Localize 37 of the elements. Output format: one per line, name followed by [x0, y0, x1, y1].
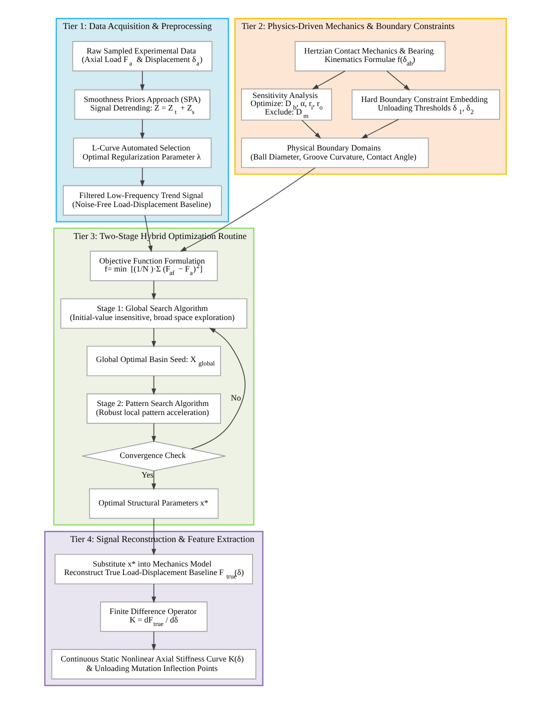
arrow — [179, 167, 315, 252]
node-box: Finite Difference Operator K = dF$_{true}$ / dδ — [100, 602, 207, 632]
arrow — [151, 280, 156, 300]
node-box: Continuous Static Nonlinear Axial Stiffness Curve K(δ) & Unloading Mutation Inflection Points — [50, 649, 256, 680]
node-box: Hertzian Contact Mechanics & Bearing Kinematics Formulae f(δ$_{ab}$) — [294, 41, 446, 72]
node-box: Stage 1: Global Search Algorithm (Initial-value insensitive, broad space exploration) — [60, 298, 247, 329]
arrow — [311, 70, 345, 90]
node-box: Substitute x* into Mechanics Model Reconstruct True Load-Displacement Baseline F$_{true}$(δ) — [54, 554, 252, 584]
node-box: L-Curve Automated Selection Optimal Regularization Parameter λ — [72, 138, 212, 168]
node-box: Stage 2: Pattern Search Algorithm (Robust local pattern acceleration) — [86, 393, 220, 424]
arrow — [300, 120, 321, 139]
node-box: Global Optimal Basin Seed: X$_{global}$ — [86, 346, 220, 376]
node-box: Optimal Structural Parameters x* — [88, 488, 218, 519]
arrow — [360, 118, 398, 139]
arrow — [140, 118, 144, 140]
arrow — [151, 375, 156, 396]
node-diamond: Convergence Check — [81, 440, 226, 472]
node-box: Smoothness Priors Approach (SPA) Signal Detrending: Z = Z$_{t}$ + Z$_{s}$ — [74, 89, 210, 120]
node-box: Raw Sampled Experimental Data (Axial Load F$_{a}$ & Displacement δ$_{a}$) — [72, 41, 212, 72]
arrow — [151, 631, 156, 651]
arrow — [151, 422, 156, 443]
arrow — [190, 328, 245, 450]
arrow — [151, 518, 156, 556]
arrow — [144, 215, 152, 252]
arrow — [140, 70, 144, 91]
arrow — [151, 328, 156, 348]
node-box: Sensitivity Analysis Optimize: D$_{b}$, α, r$_{i}$, r$_{o}$ Exclude: D$_{m}$ — [240, 88, 332, 121]
arrow — [386, 70, 410, 90]
edge-label: Yes — [141, 470, 153, 480]
node-box: Objective Function Formulation f= min [(1/N )·Σ (F$_{af}$ − F$_{a}$)$^{2}$] — [89, 250, 218, 282]
edge-label: No — [230, 394, 240, 403]
node-box: Physical Boundary Domains (Ball Diameter, Groove Curvature, Contact Angle) — [240, 138, 428, 168]
node-box: Filtered Low-Frequency Trend Signal (Noise-Free Load-Displacement Baseline) — [62, 185, 222, 216]
arrow — [151, 584, 156, 604]
arrow — [151, 470, 156, 490]
node-box: Hard Boundary Constraint Embedding Unloading Thresholds δ$_{1}$, δ$_{2}$ — [351, 89, 500, 120]
arrow — [140, 167, 144, 187]
